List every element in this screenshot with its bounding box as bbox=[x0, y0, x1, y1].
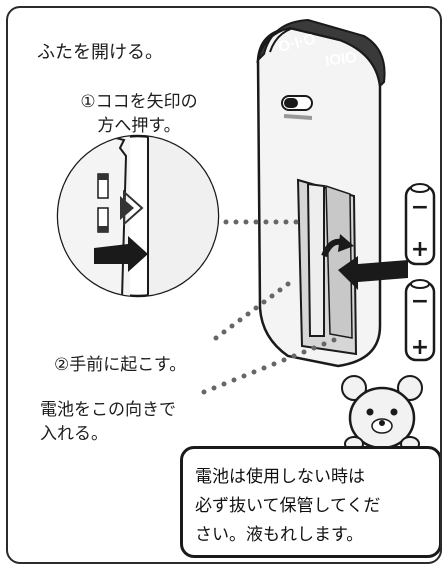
instruction-panel: O·I·O IOIO − + − + bbox=[6, 6, 442, 564]
device-body: O·I·O IOIO bbox=[256, 18, 408, 368]
svg-text:+: + bbox=[411, 237, 429, 262]
dotted-leaders bbox=[201, 219, 337, 395]
svg-text:+: + bbox=[411, 335, 429, 360]
warning-note: 電池は使用しない時は 必ず抜いて保管してくだ さい。液もれします。 bbox=[180, 446, 440, 558]
svg-text:−: − bbox=[411, 195, 429, 220]
svg-text:IOIO: IOIO bbox=[324, 49, 358, 70]
bear-icon bbox=[341, 375, 423, 452]
step-title: ふたを開ける。 bbox=[37, 42, 163, 63]
svg-text:−: − bbox=[411, 289, 429, 314]
zoom-detail-icon bbox=[56, 134, 220, 298]
step-3-label: 電池をこの向きで 入れる。 bbox=[40, 400, 176, 444]
battery-icon: − + bbox=[404, 279, 436, 362]
step-2-label: ②手前に起こす。 bbox=[54, 355, 187, 375]
step-1-label: ①ココを矢印の 方へ押す。 bbox=[80, 92, 198, 136]
battery-icon: − + bbox=[404, 183, 436, 266]
